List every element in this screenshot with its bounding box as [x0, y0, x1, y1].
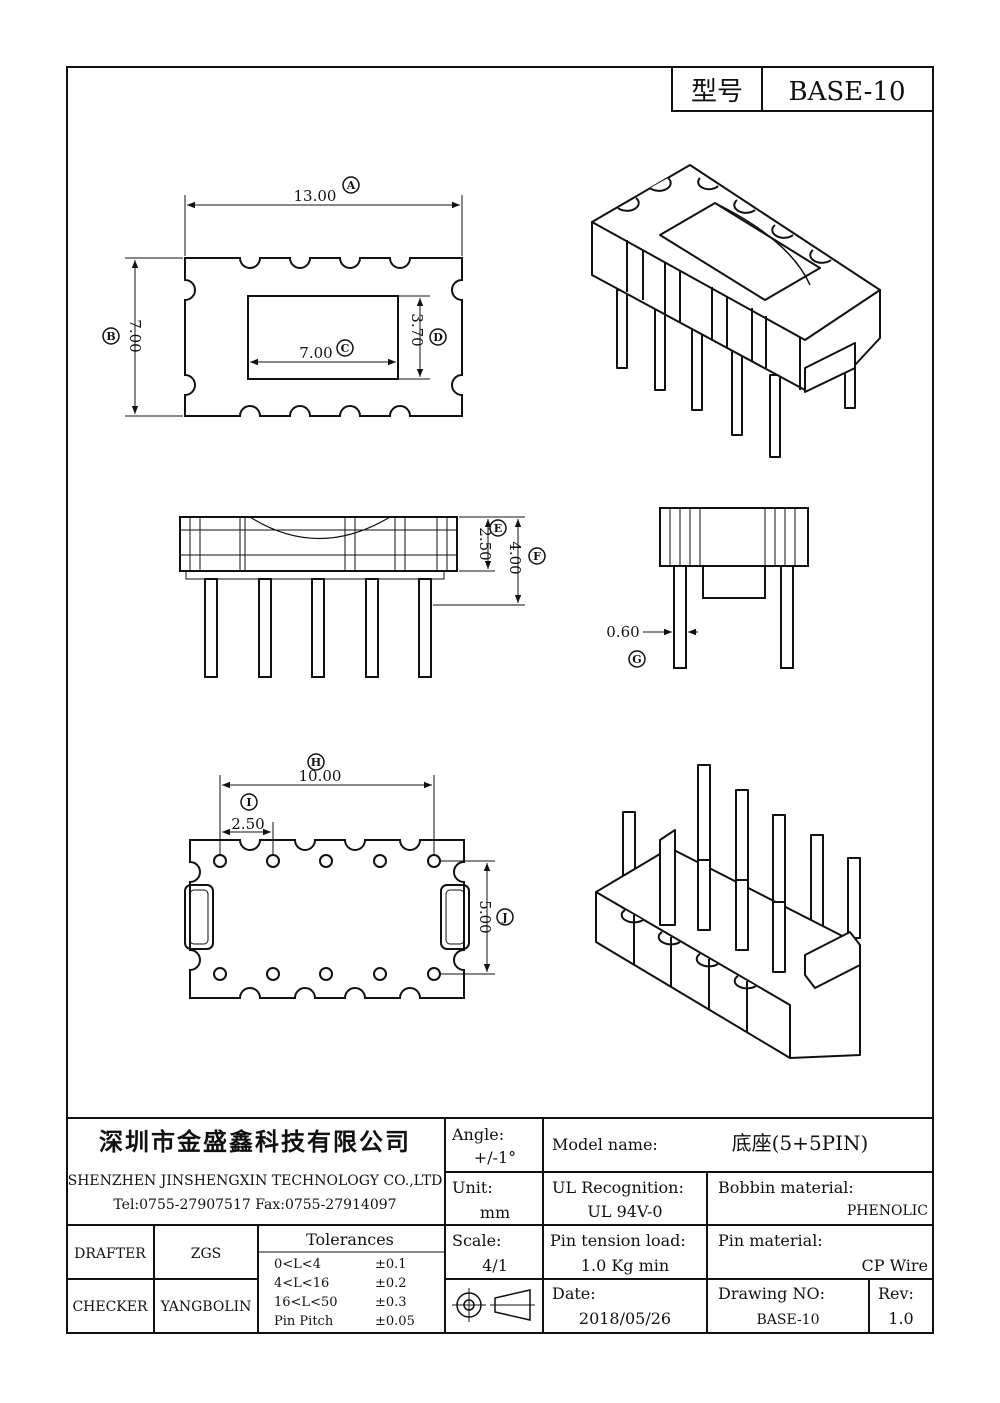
dim-c-label: C [341, 342, 350, 355]
pin-material-value: CP Wire [862, 1256, 929, 1275]
dim-d: 3.70 D [398, 295, 447, 380]
top-view [184, 257, 463, 417]
checker-label: CHECKER [72, 1299, 148, 1315]
dim-f-value: 4.00 [506, 541, 524, 574]
tolerance-range: 0<L<4 [274, 1257, 321, 1272]
dim-d-value: 3.70 [408, 313, 426, 346]
angle-value: +/-1° [474, 1148, 516, 1167]
bottom-view [184, 839, 470, 999]
company-name-en: SHENZHEN JINSHENGXIN TECHNOLOGY CO.,LTD [68, 1173, 443, 1189]
dim-e-label: E [494, 522, 502, 535]
dim-j: 5.00 J [441, 860, 514, 975]
tolerance-value: ±0.1 [375, 1257, 407, 1272]
angle-label: Angle: [451, 1125, 504, 1144]
dim-h: 10.00 H [219, 753, 435, 855]
dim-a-value: 13.00 [294, 187, 337, 205]
tolerance-value: ±0.05 [375, 1314, 415, 1329]
rev-label: Rev: [878, 1284, 914, 1303]
iso-view-top [591, 164, 881, 458]
dim-f: 4.00 F [433, 519, 546, 606]
dim-b: 7.00 B [102, 257, 183, 417]
dim-g-value: 0.60 [606, 623, 639, 641]
model-box-value: BASE-10 [788, 77, 905, 107]
bobbin-material-value: PHENOLIC [847, 1203, 928, 1219]
model-box-label: 型号 [691, 77, 743, 107]
model-box: 型号 BASE-10 [671, 66, 934, 112]
pin-material-label: Pin material: [718, 1231, 823, 1250]
dim-g: 0.60 G [606, 623, 698, 668]
bobbin-material-label: Bobbin material: [718, 1178, 854, 1197]
dim-e-value: 2.50 [476, 527, 494, 560]
dim-d-label: D [433, 331, 443, 344]
dim-b-value: 7.00 [126, 319, 144, 352]
company-name-cn: 深圳市金盛鑫科技有限公司 [99, 1127, 411, 1156]
tolerances-title: Tolerances [306, 1230, 394, 1249]
dim-i-value: 2.50 [231, 815, 264, 833]
tolerance-range: 16<L<50 [274, 1295, 338, 1310]
dim-i: 2.50 I [222, 793, 274, 855]
drafter-value: ZGS [191, 1246, 222, 1262]
rev-value: 1.0 [888, 1309, 913, 1328]
ul-recognition-label: UL Recognition: [552, 1178, 684, 1197]
dim-j-value: 5.00 [476, 900, 494, 933]
ul-recognition-value: UL 94V-0 [587, 1202, 662, 1221]
model-name-label: Model name: [552, 1135, 658, 1154]
dim-h-label: H [311, 756, 321, 769]
side-view [659, 507, 809, 669]
tolerance-range: 4<L<16 [274, 1276, 329, 1291]
tolerance-value: ±0.3 [375, 1295, 407, 1310]
scale-label: Scale: [452, 1231, 501, 1250]
scale-value: 4/1 [482, 1256, 508, 1275]
dim-h-value: 10.00 [299, 767, 342, 785]
dim-j-label: J [501, 911, 507, 924]
front-view [179, 516, 458, 678]
dim-c: 7.00 C [250, 339, 396, 366]
dim-g-label: G [632, 653, 641, 666]
dim-a: 13.00 A [184, 176, 463, 256]
drawing-no-label: Drawing NO: [718, 1284, 825, 1303]
model-name-value: 底座(5+5PIN) [732, 1131, 869, 1155]
unit-label: Unit: [452, 1178, 493, 1197]
unit-value: mm [480, 1203, 510, 1222]
dim-i-label: I [246, 796, 251, 809]
pin-tension-label: Pin tension load: [550, 1231, 686, 1250]
dim-a-label: A [346, 179, 356, 192]
title-block [67, 1117, 933, 1333]
dim-c-value: 7.00 [299, 344, 332, 362]
tolerance-range: Pin Pitch [274, 1314, 334, 1329]
pin-tension-value: 1.0 Kg min [581, 1256, 669, 1275]
dim-e: 2.50 E [459, 516, 525, 572]
date-value: 2018/05/26 [579, 1309, 671, 1328]
drafter-label: DRAFTER [74, 1246, 146, 1262]
dim-f-label: F [533, 550, 541, 563]
dim-b-label: B [106, 330, 115, 343]
company-contact: Tel:0755-27907517 Fax:0755-27914097 [113, 1197, 396, 1213]
tolerance-value: ±0.2 [375, 1276, 407, 1291]
iso-view-bottom [595, 764, 861, 1059]
drawing-no-value: BASE-10 [756, 1312, 819, 1328]
date-label: Date: [552, 1284, 596, 1303]
checker-value: YANGBOLIN [160, 1299, 252, 1315]
tolerance-table: 0<L<4 ±0.1 4<L<16 ±0.2 16<L<50 ±0.3 Pin … [274, 1257, 415, 1329]
outer-frame [66, 66, 934, 1334]
